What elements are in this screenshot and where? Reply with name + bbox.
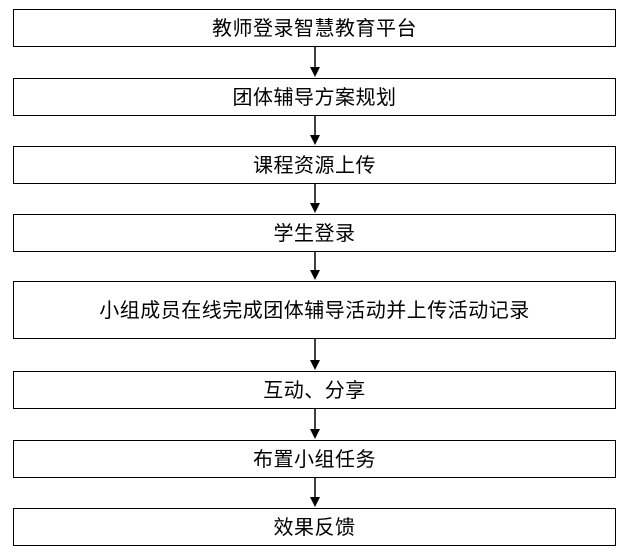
flow-step-feedback: 效果反馈 — [13, 508, 616, 546]
flow-step-plan: 团体辅导方案规划 — [13, 78, 616, 116]
flow-step-label: 小组成员在线完成团体辅导活动并上传活动记录 — [99, 298, 530, 322]
flow-arrow — [310, 47, 320, 77]
flow-step-label: 效果反馈 — [273, 515, 356, 539]
flow-arrow — [310, 252, 320, 280]
flow-step-upload-resources: 课程资源上传 — [13, 146, 616, 184]
flow-step-student-login: 学生登录 — [13, 214, 616, 252]
flow-step-label: 布置小组任务 — [253, 447, 376, 471]
flow-step-label: 互动、分享 — [263, 378, 366, 402]
flow-step-label: 团体辅导方案规划 — [232, 85, 397, 109]
flow-step-label: 学生登录 — [273, 221, 356, 245]
flow-step-teacher-login: 教师登录智慧教育平台 — [13, 9, 616, 47]
flow-arrow — [310, 339, 320, 370]
flow-step-label: 课程资源上传 — [253, 153, 376, 177]
flow-step-group-activity: 小组成员在线完成团体辅导活动并上传活动记录 — [13, 281, 616, 339]
flow-step-label: 教师登录智慧教育平台 — [212, 16, 417, 40]
flow-step-assign-tasks: 布置小组任务 — [13, 440, 616, 478]
flow-arrow — [310, 184, 320, 213]
flow-arrow — [310, 116, 320, 145]
flow-step-interact-share: 互动、分享 — [13, 371, 616, 409]
flow-arrow — [310, 409, 320, 439]
flow-arrow — [310, 478, 320, 507]
